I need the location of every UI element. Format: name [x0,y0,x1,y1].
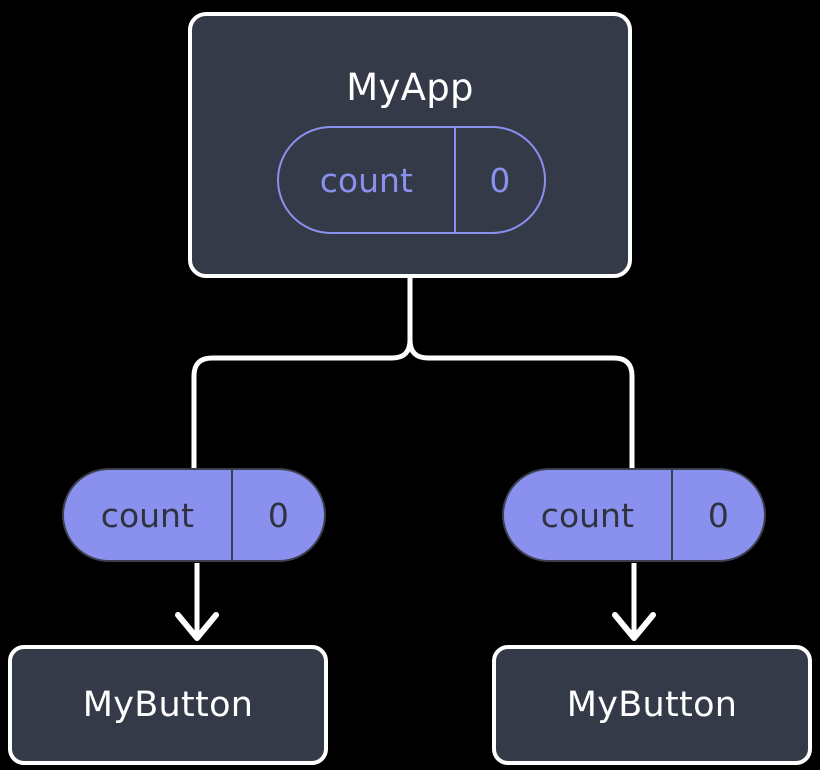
props-pill-count-right-key: count [540,495,634,535]
prop-arrow-left [175,563,219,641]
node-mybutton-left[interactable]: MyButton [8,645,328,765]
node-mybutton-right[interactable]: MyButton [492,645,812,765]
props-pill-count-left-key: count [100,495,194,535]
state-pill-count[interactable]: count 0 [277,126,546,234]
state-pill-count-key: count [319,160,413,200]
node-mybutton-right-label: MyButton [566,684,738,725]
edge-myapp-to-right-pill [407,275,635,471]
node-mybutton-left-label: MyButton [82,684,254,725]
prop-arrow-right [612,563,656,641]
edge-myapp-to-left-pill [191,275,413,471]
props-pill-count-left-value: 0 [230,470,324,560]
props-pill-count-left[interactable]: count 0 [62,468,326,562]
node-myapp-label: MyApp [346,66,474,109]
props-pill-count-right-value: 0 [670,470,764,560]
props-pill-count-right[interactable]: count 0 [502,468,766,562]
state-pill-count-value: 0 [453,128,544,232]
